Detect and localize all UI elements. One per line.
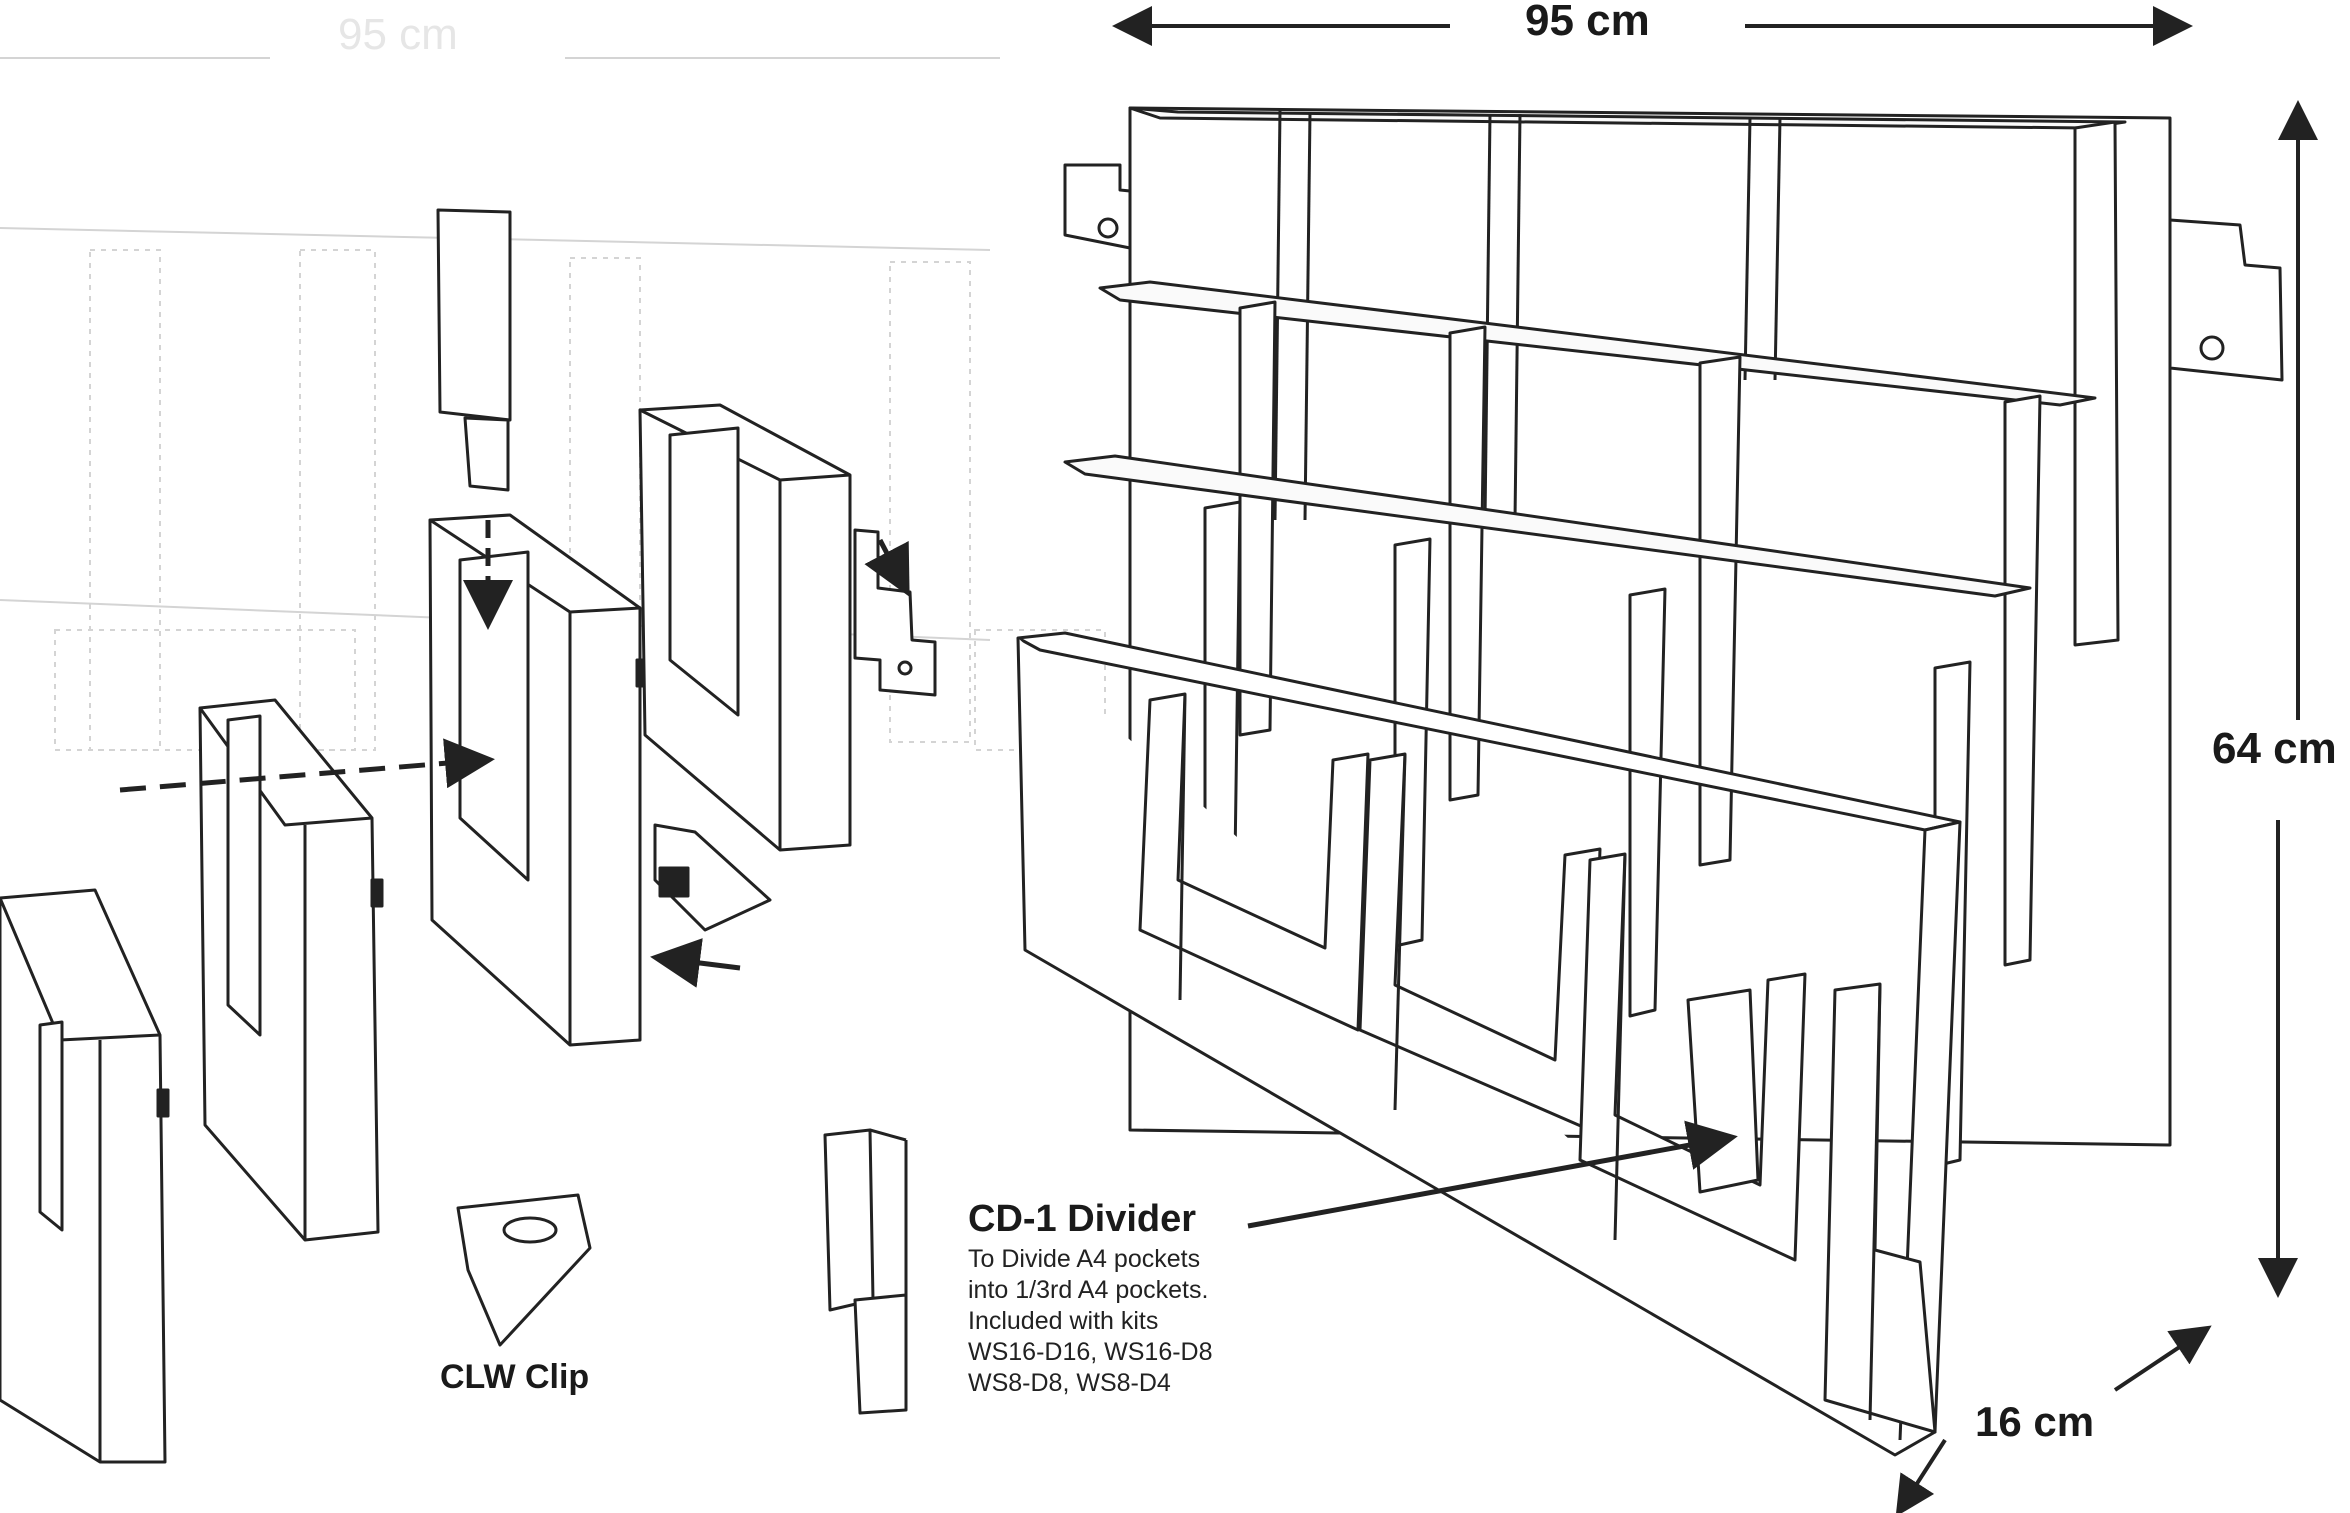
cd1-divider-loose bbox=[823, 1128, 908, 1415]
bracket-screw-icon bbox=[2199, 335, 2225, 361]
pocket-part-1 bbox=[0, 888, 170, 1464]
right-wall-bracket bbox=[2168, 218, 2284, 382]
dimension-arrows bbox=[1112, 6, 2318, 1513]
divider-note-line: WS8-D8, WS8-D4 bbox=[968, 1369, 1171, 1397]
cd1-divider-inserted bbox=[1686, 988, 1760, 1194]
wedge-part bbox=[653, 823, 772, 932]
clw-clip-label: CLW Clip bbox=[440, 1358, 590, 1396]
pocket-part-4 bbox=[638, 403, 852, 852]
faded-width-dimension: 95 cm bbox=[338, 10, 458, 59]
dashed-arrow-horizontal bbox=[119, 738, 495, 793]
cd1-divider-title: CD-1 Divider bbox=[968, 1198, 1197, 1240]
depth-dimension-label: 16 cm bbox=[1975, 1398, 2095, 1445]
bracket-arrow bbox=[864, 538, 910, 597]
divider-note-line: Included with kits bbox=[968, 1307, 1159, 1335]
clw-clip-part bbox=[456, 1193, 592, 1347]
exploded-parts bbox=[0, 208, 937, 1464]
width-dimension-label: 95 cm bbox=[1525, 0, 1650, 45]
divider-part-top bbox=[436, 208, 512, 492]
wedge-arrow bbox=[650, 938, 741, 988]
divider-note-line: WS16-D16, WS16-D8 bbox=[968, 1338, 1213, 1366]
bracket-screw-icon bbox=[897, 660, 913, 676]
pocket-part-3 bbox=[428, 513, 649, 1047]
pocket-part-2 bbox=[198, 698, 384, 1242]
assembly-arrows bbox=[119, 520, 910, 988]
bracket-part-loose bbox=[853, 528, 937, 697]
divider-note-line: To Divide A4 pockets bbox=[968, 1245, 1201, 1273]
depth-arrow-right bbox=[2113, 1325, 2212, 1392]
wall-rack-assembled bbox=[1016, 106, 2284, 1457]
divider-note-line: into 1/3rd A4 pockets. bbox=[968, 1276, 1209, 1304]
bracket-screw-icon bbox=[1097, 217, 1119, 239]
divider-callout-arrow bbox=[1247, 1120, 1738, 1229]
depth-arrow-left bbox=[1895, 1438, 1947, 1513]
height-dimension-label: 64 cm bbox=[2212, 724, 2337, 773]
cd1-divider-notes: To Divide A4 pockets into 1/3rd A4 pocke… bbox=[968, 1244, 1368, 1399]
